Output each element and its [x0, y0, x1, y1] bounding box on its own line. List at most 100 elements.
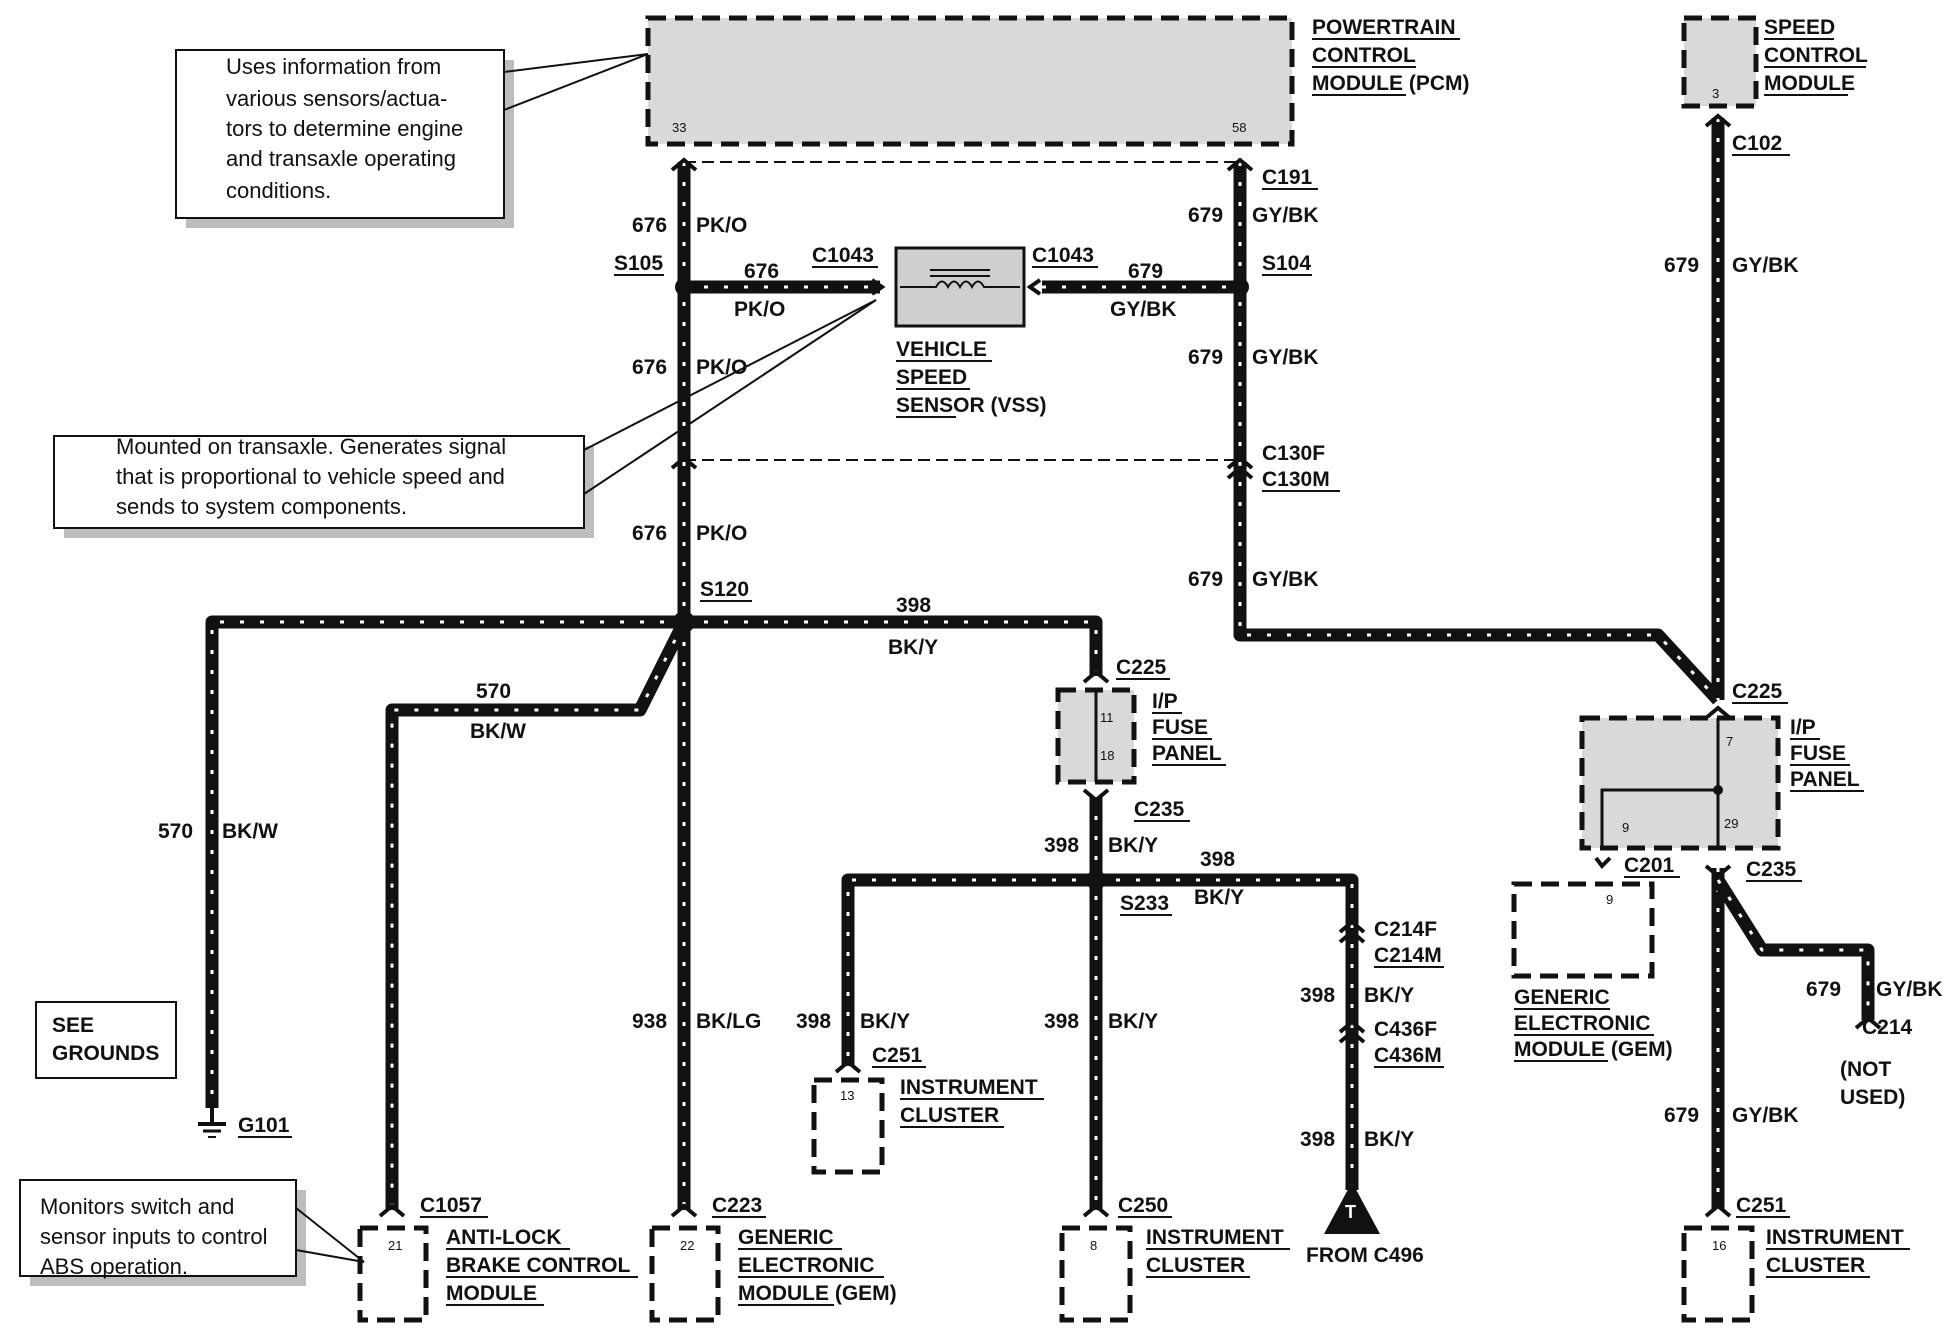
gem-module-bottom: 22 GENERIC ELECTRONIC MODULE (GEM) [649, 1225, 897, 1323]
svg-text:PK/O: PK/O [734, 298, 785, 321]
svg-text:GY/BK: GY/BK [1252, 346, 1319, 369]
wires [205, 118, 1875, 1210]
svg-text:GY/BK: GY/BK [1732, 1104, 1799, 1127]
svg-text:C214M: C214M [1374, 944, 1442, 967]
svg-text:BK/Y: BK/Y [1108, 834, 1158, 857]
not-used-label: (NOT USED) [1840, 1058, 1905, 1109]
svg-text:POWERTRAIN: POWERTRAIN [1312, 16, 1456, 39]
svg-text:BRAKE CONTROL: BRAKE CONTROL [446, 1254, 630, 1277]
svg-text:C191: C191 [1262, 166, 1313, 189]
from-c496: T FROM C496 [1306, 1182, 1424, 1267]
svg-text:29: 29 [1724, 816, 1738, 831]
svg-text:C201: C201 [1624, 854, 1675, 877]
instrument-cluster-left: 13 INSTRUMENT CLUSTER [811, 1076, 1044, 1175]
svg-text:398: 398 [796, 1010, 831, 1033]
svg-text:PANEL: PANEL [1790, 768, 1860, 791]
svg-text:C225: C225 [1732, 680, 1783, 703]
svg-text:18: 18 [1100, 748, 1114, 763]
vehicle-speed-sensor: VEHICLE SPEED SENSOR (VSS) [894, 246, 1047, 418]
pcm-module: 33 58 [645, 15, 1295, 147]
svg-text:C251: C251 [1736, 1194, 1787, 1217]
svg-text:21: 21 [388, 1238, 402, 1253]
fuse-panel-center: 11 18 I/P FUSE PANEL [1055, 687, 1226, 785]
svg-text:570: 570 [476, 680, 511, 703]
svg-text:938: 938 [632, 1010, 667, 1033]
svg-text:11: 11 [1100, 710, 1114, 725]
svg-text:(NOT: (NOT [1840, 1058, 1891, 1081]
svg-text:GROUNDS: GROUNDS [52, 1042, 159, 1065]
svg-text:GY/BK: GY/BK [1876, 978, 1943, 1001]
svg-text:I/P: I/P [1790, 716, 1816, 739]
svg-text:BK/Y: BK/Y [1364, 984, 1414, 1007]
svg-text:9: 9 [1622, 820, 1629, 835]
svg-text:3: 3 [1712, 86, 1719, 101]
svg-text:C436F: C436F [1374, 1018, 1437, 1041]
svg-text:sensor inputs to control: sensor inputs to control [40, 1224, 267, 1249]
svg-text:679: 679 [1664, 1104, 1699, 1127]
svg-text:CLUSTER: CLUSTER [900, 1104, 999, 1127]
svg-text:679: 679 [1188, 568, 1223, 591]
svg-text:8: 8 [1090, 1238, 1097, 1253]
svg-text:C1057: C1057 [420, 1194, 482, 1217]
svg-text:398: 398 [1300, 984, 1335, 1007]
svg-text:570: 570 [158, 820, 193, 843]
svg-text:22: 22 [680, 1238, 694, 1253]
wire-labels: 676 PK/O 679 GY/BK 676 PK/O 679 GY/BK 67… [158, 204, 1943, 1151]
svg-text:GENERIC: GENERIC [738, 1226, 834, 1249]
pcm-pin-33: 33 [672, 120, 686, 135]
svg-text:I/P: I/P [1152, 690, 1178, 713]
svg-text:C214F: C214F [1374, 918, 1437, 941]
splice-labels: S105 S104 S120 S233 [614, 252, 1312, 916]
svg-text:C214: C214 [1862, 1016, 1913, 1039]
svg-text:676: 676 [632, 522, 667, 545]
svg-text:C1043: C1043 [812, 244, 874, 267]
svg-text:13: 13 [840, 1088, 854, 1103]
svg-text:679: 679 [1806, 978, 1841, 1001]
svg-text:C1043: C1043 [1032, 244, 1094, 267]
svg-text:SPEED: SPEED [1764, 16, 1835, 39]
see-grounds-box: SEE GROUNDS [35, 1001, 177, 1079]
svg-text:GY/BK: GY/BK [1252, 568, 1319, 591]
svg-text:S105: S105 [614, 252, 663, 275]
note-abs: Monitors switch and sensor inputs to con… [19, 1179, 365, 1286]
svg-text:GY/BK: GY/BK [1252, 204, 1319, 227]
svg-text:CONTROL: CONTROL [1312, 44, 1416, 67]
note-vss: Mounted on transaxle. Generates signal t… [53, 299, 877, 538]
svg-text:9: 9 [1606, 892, 1613, 907]
svg-text:PK/O: PK/O [696, 356, 747, 379]
gem-module-right: 9 GENERIC ELECTRONIC MODULE (GEM) [1511, 881, 1673, 1062]
svg-text:BK/W: BK/W [222, 820, 278, 843]
pcm-pin-58: 58 [1232, 120, 1246, 135]
pcm-label: POWERTRAIN CONTROL MODULE (PCM) [1312, 16, 1469, 96]
svg-text:BK/Y: BK/Y [860, 1010, 910, 1033]
svg-text:PK/O: PK/O [696, 214, 747, 237]
svg-text:Mounted on transaxle. Generate: Mounted on transaxle. Generates signal [116, 434, 506, 459]
svg-text:tors to determine engine: tors to determine engine [226, 116, 463, 141]
svg-text:sends to system components.: sends to system components. [116, 494, 407, 519]
svg-text:679: 679 [1128, 260, 1163, 283]
connector-marks [378, 113, 1882, 1218]
svg-text:C225: C225 [1116, 656, 1167, 679]
note-pcm: Uses information from various sensors/ac… [175, 49, 649, 228]
ground-id: G101 [238, 1114, 290, 1137]
svg-text:C250: C250 [1118, 1194, 1168, 1217]
svg-text:FROM C496: FROM C496 [1306, 1244, 1424, 1267]
ground-g101: G101 [198, 1108, 292, 1138]
svg-text:398: 398 [896, 594, 931, 617]
svg-text:676: 676 [632, 214, 667, 237]
svg-text:Monitors switch and: Monitors switch and [40, 1194, 234, 1219]
svg-text:C130M: C130M [1262, 468, 1330, 491]
svg-text:BK/Y: BK/Y [888, 636, 938, 659]
svg-text:S120: S120 [700, 578, 749, 601]
instrument-cluster-right: 16 INSTRUMENT CLUSTER [1681, 1225, 1910, 1323]
svg-text:MODULE: MODULE [1764, 72, 1855, 95]
svg-text:398: 398 [1300, 1128, 1335, 1151]
svg-text:BK/Y: BK/Y [1194, 886, 1244, 909]
svg-text:MODULE: MODULE [446, 1282, 537, 1305]
svg-text:C235: C235 [1134, 798, 1185, 821]
svg-text:INSTRUMENT: INSTRUMENT [1766, 1226, 1904, 1249]
svg-text:MODULE (PCM): MODULE (PCM) [1312, 72, 1469, 95]
svg-text:SEE: SEE [52, 1014, 94, 1037]
abs-module: 21 ANTI-LOCK BRAKE CONTROL MODULE [357, 1225, 638, 1323]
